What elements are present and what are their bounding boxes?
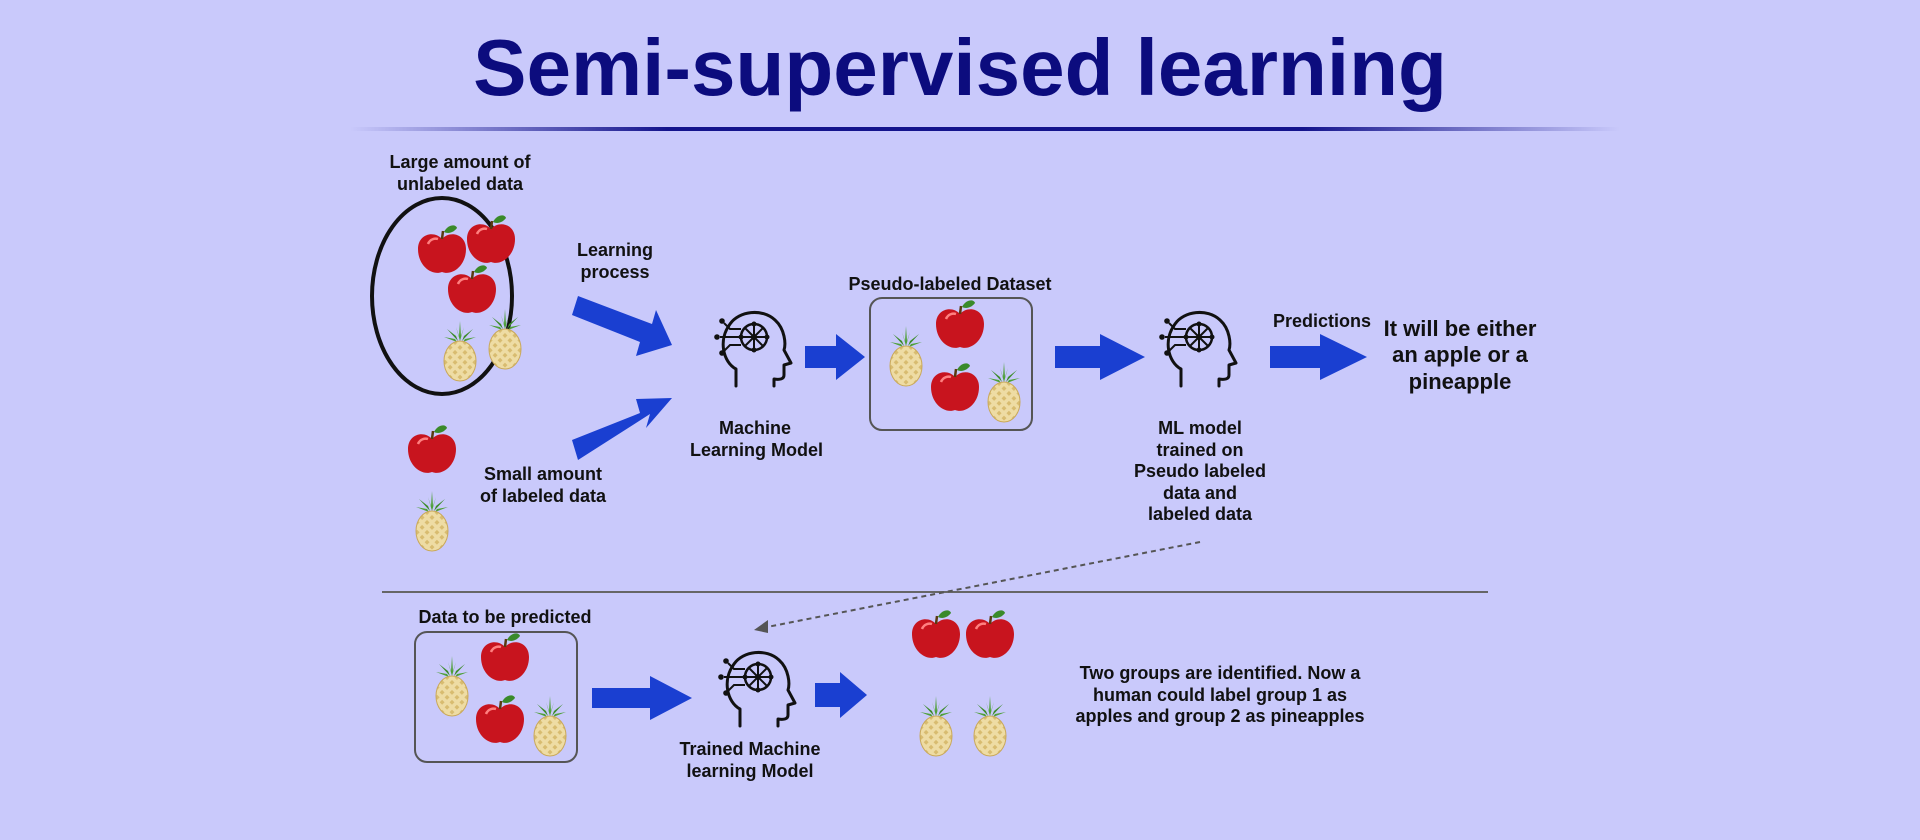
pineapple-icon bbox=[443, 320, 477, 382]
apple-icon bbox=[964, 609, 1016, 660]
pineapple-icon bbox=[987, 361, 1021, 423]
dotted-connector bbox=[761, 541, 1201, 629]
apple-icon bbox=[479, 632, 531, 683]
pineapple-icon bbox=[533, 695, 567, 757]
arrow-to-pseudo bbox=[805, 334, 865, 380]
learning-arrow-top bbox=[572, 296, 672, 356]
pineapple-icon bbox=[973, 695, 1007, 757]
pineapple-icon bbox=[415, 490, 449, 552]
ai-head-icon bbox=[712, 310, 793, 388]
apple-icon bbox=[934, 299, 986, 350]
unlabeled-data-ellipse bbox=[370, 196, 514, 396]
predict-data-box bbox=[414, 631, 578, 763]
pineapple-icon bbox=[488, 308, 522, 370]
page-title: Semi-supervised learning bbox=[473, 23, 1447, 112]
predictions-arrow bbox=[1270, 334, 1367, 380]
data-to-predict-label: Data to be predicted bbox=[418, 607, 592, 627]
arrow-to-trained-model bbox=[1055, 334, 1145, 380]
pseudo-dataset-box bbox=[869, 297, 1033, 431]
apple-icon bbox=[910, 609, 962, 660]
title-divider bbox=[350, 127, 1620, 131]
dotted-connector-head bbox=[754, 620, 768, 633]
apple-icon bbox=[416, 224, 468, 275]
apple-icon bbox=[446, 264, 498, 315]
pineapple-icon bbox=[919, 695, 953, 757]
learning-arrow-bottom bbox=[572, 398, 672, 460]
apple-icon bbox=[465, 214, 517, 265]
apple-icon bbox=[406, 424, 458, 475]
ai-head-icon bbox=[1157, 310, 1238, 388]
pseudo-dataset-label: Pseudo-labeled Dataset bbox=[848, 274, 1052, 294]
apple-icon bbox=[929, 362, 981, 413]
predictions-label: Predictions bbox=[1272, 311, 1372, 331]
arrow-to-groups bbox=[815, 672, 867, 718]
pineapple-icon bbox=[435, 655, 469, 717]
pineapple-icon bbox=[889, 325, 923, 387]
ai-head-icon bbox=[716, 650, 797, 728]
arrow-to-trained-ml bbox=[592, 676, 692, 720]
apple-icon bbox=[474, 694, 526, 745]
